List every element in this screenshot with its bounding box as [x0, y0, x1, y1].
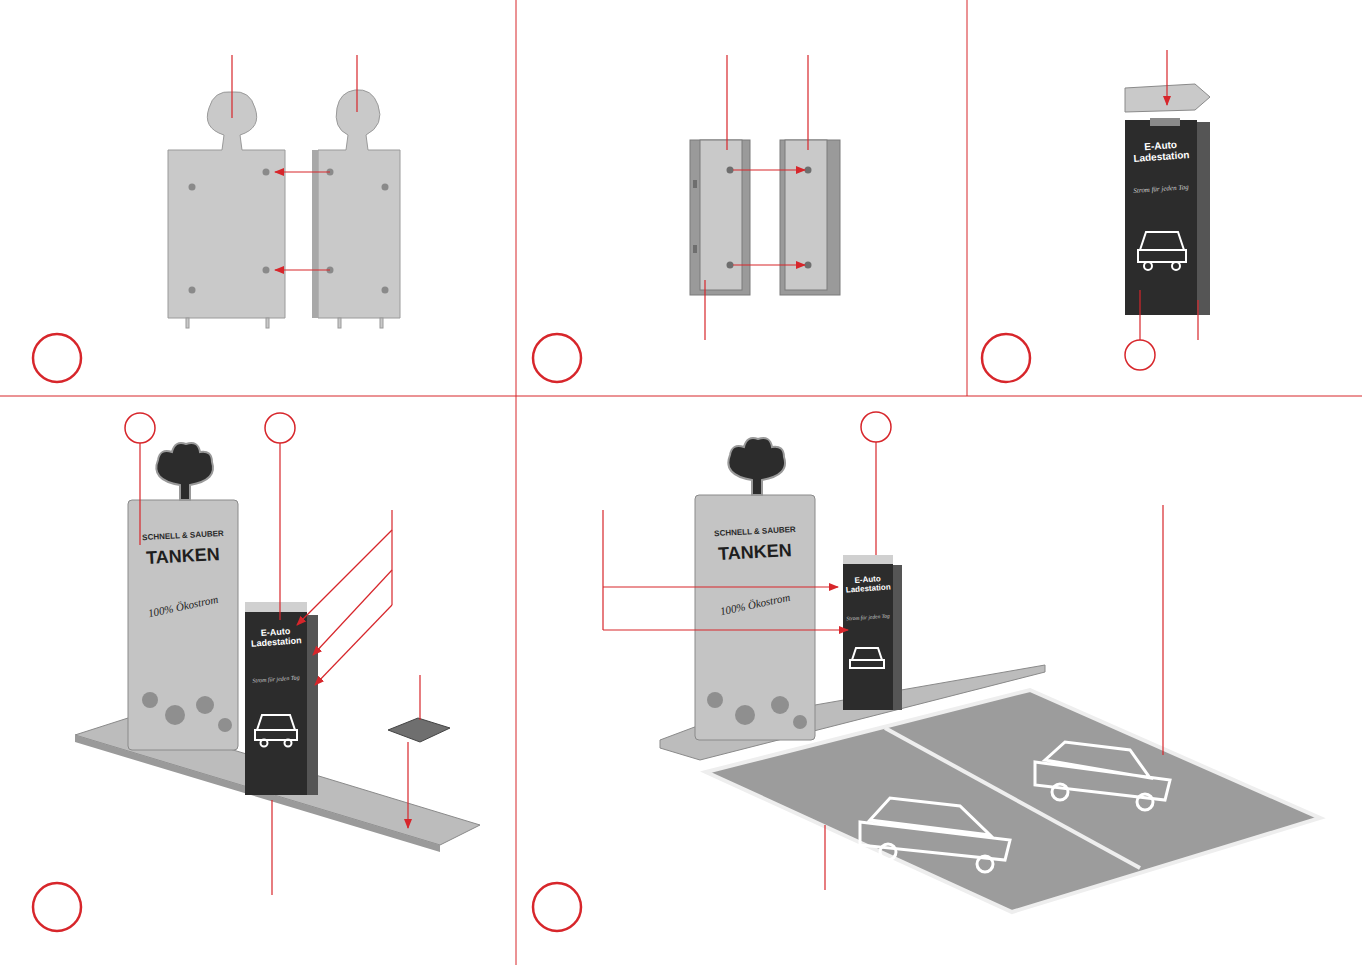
part-circle	[125, 340, 1155, 443]
station-title: E-Auto Ladestation	[246, 626, 305, 650]
station-title: E-Auto Ladestation	[1127, 138, 1194, 165]
station-title: E-Auto Ladestation	[844, 574, 891, 595]
parking-car-icon	[860, 742, 1170, 872]
car-icon	[1138, 232, 1186, 270]
